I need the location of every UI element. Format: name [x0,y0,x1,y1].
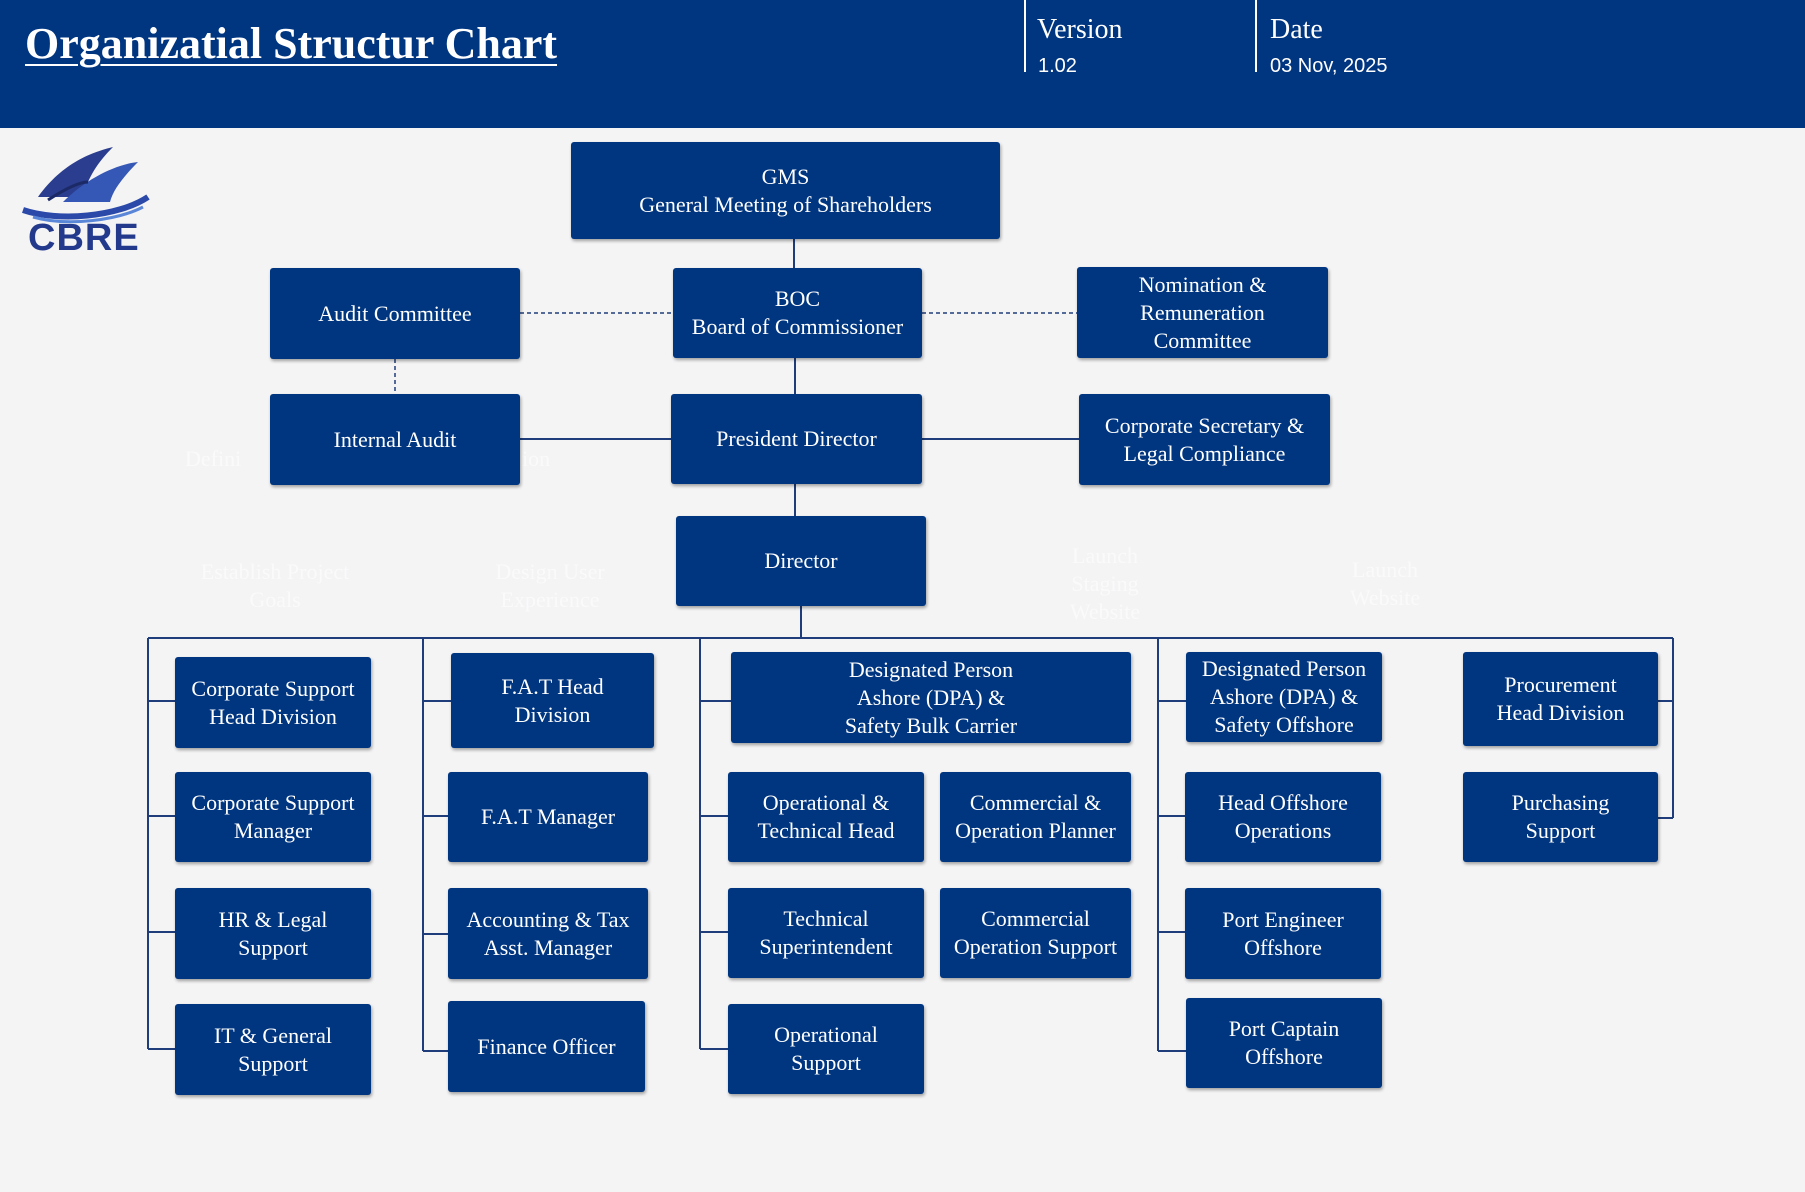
ghost-text-launch-website: Launch Website [1349,557,1421,610]
node-operational-technical-head: Operational & Technical Head [728,772,924,862]
node-dpa-bulk-carrier: Designated Person Ashore (DPA) & Safety … [731,652,1131,743]
node-port-captain-offshore: Port Captain Offshore [1186,998,1382,1088]
node-finance-officer: Finance Officer [448,1001,645,1092]
date-label: Date [1270,14,1323,45]
ghost-text-defini: Defini [185,446,242,471]
node-purchasing-support: Purchasing Support [1463,772,1658,862]
logo-text: CBRE [28,217,140,259]
node-corporate-support-manager: Corporate Support Manager [175,772,371,862]
version-divider [1024,0,1026,72]
version-label: Version [1037,14,1123,45]
node-director: Director [676,516,926,606]
node-dpa-offshore: Designated Person Ashore (DPA) & Safety … [1186,652,1382,742]
node-fat-head-division: F.A.T Head Division [451,653,654,748]
ship-wave-logo-icon [22,147,150,224]
version-value: 1.02 [1038,55,1077,77]
node-it-general-support: IT & General Support [175,1004,371,1095]
node-audit-committee: Audit Committee [270,268,520,359]
node-operational-support: Operational Support [728,1004,924,1094]
node-port-engineer-offshore: Port Engineer Offshore [1185,888,1381,979]
node-accounting-tax: Accounting & Tax Asst. Manager [448,888,648,979]
node-corporate-support-head: Corporate Support Head Division [175,657,371,748]
header-bar: Organizatial Structur Chart Version 1.02… [0,0,1805,128]
node-procurement-head: Procurement Head Division [1463,652,1658,746]
node-fat-manager: F.A.T Manager [448,772,648,862]
ghost-text-establish-goals: Establish Project Goals [200,559,350,612]
date-value: 03 Nov, 2025 [1270,55,1388,77]
node-hr-legal-support: HR & Legal Support [175,888,371,979]
node-corporate-secretary: Corporate Secretary & Legal Compliance [1079,394,1330,485]
ghost-text-ion: ion [522,446,551,471]
node-gms: GMS General Meeting of Shareholders [571,142,1000,239]
node-commercial-operation-support: Commercial Operation Support [940,888,1131,978]
node-boc: BOC Board of Commissioner [673,268,922,358]
node-internal-audit: Internal Audit [270,394,520,485]
node-technical-superintendent: Technical Superintendent [728,888,924,978]
page-title: Organizatial Structur Chart [25,19,558,68]
node-nomination-committee: Nomination & Remuneration Committee [1077,267,1328,358]
node-commercial-operation-planner: Commercial & Operation Planner [940,772,1131,862]
node-head-offshore-operations: Head Offshore Operations [1185,772,1381,862]
ghost-text-launch-staging: Launch Staging Website [1069,543,1141,624]
ghost-text-design-ux: Design User Experience [495,559,605,612]
node-president-director: President Director [671,394,922,484]
date-divider [1255,0,1257,72]
